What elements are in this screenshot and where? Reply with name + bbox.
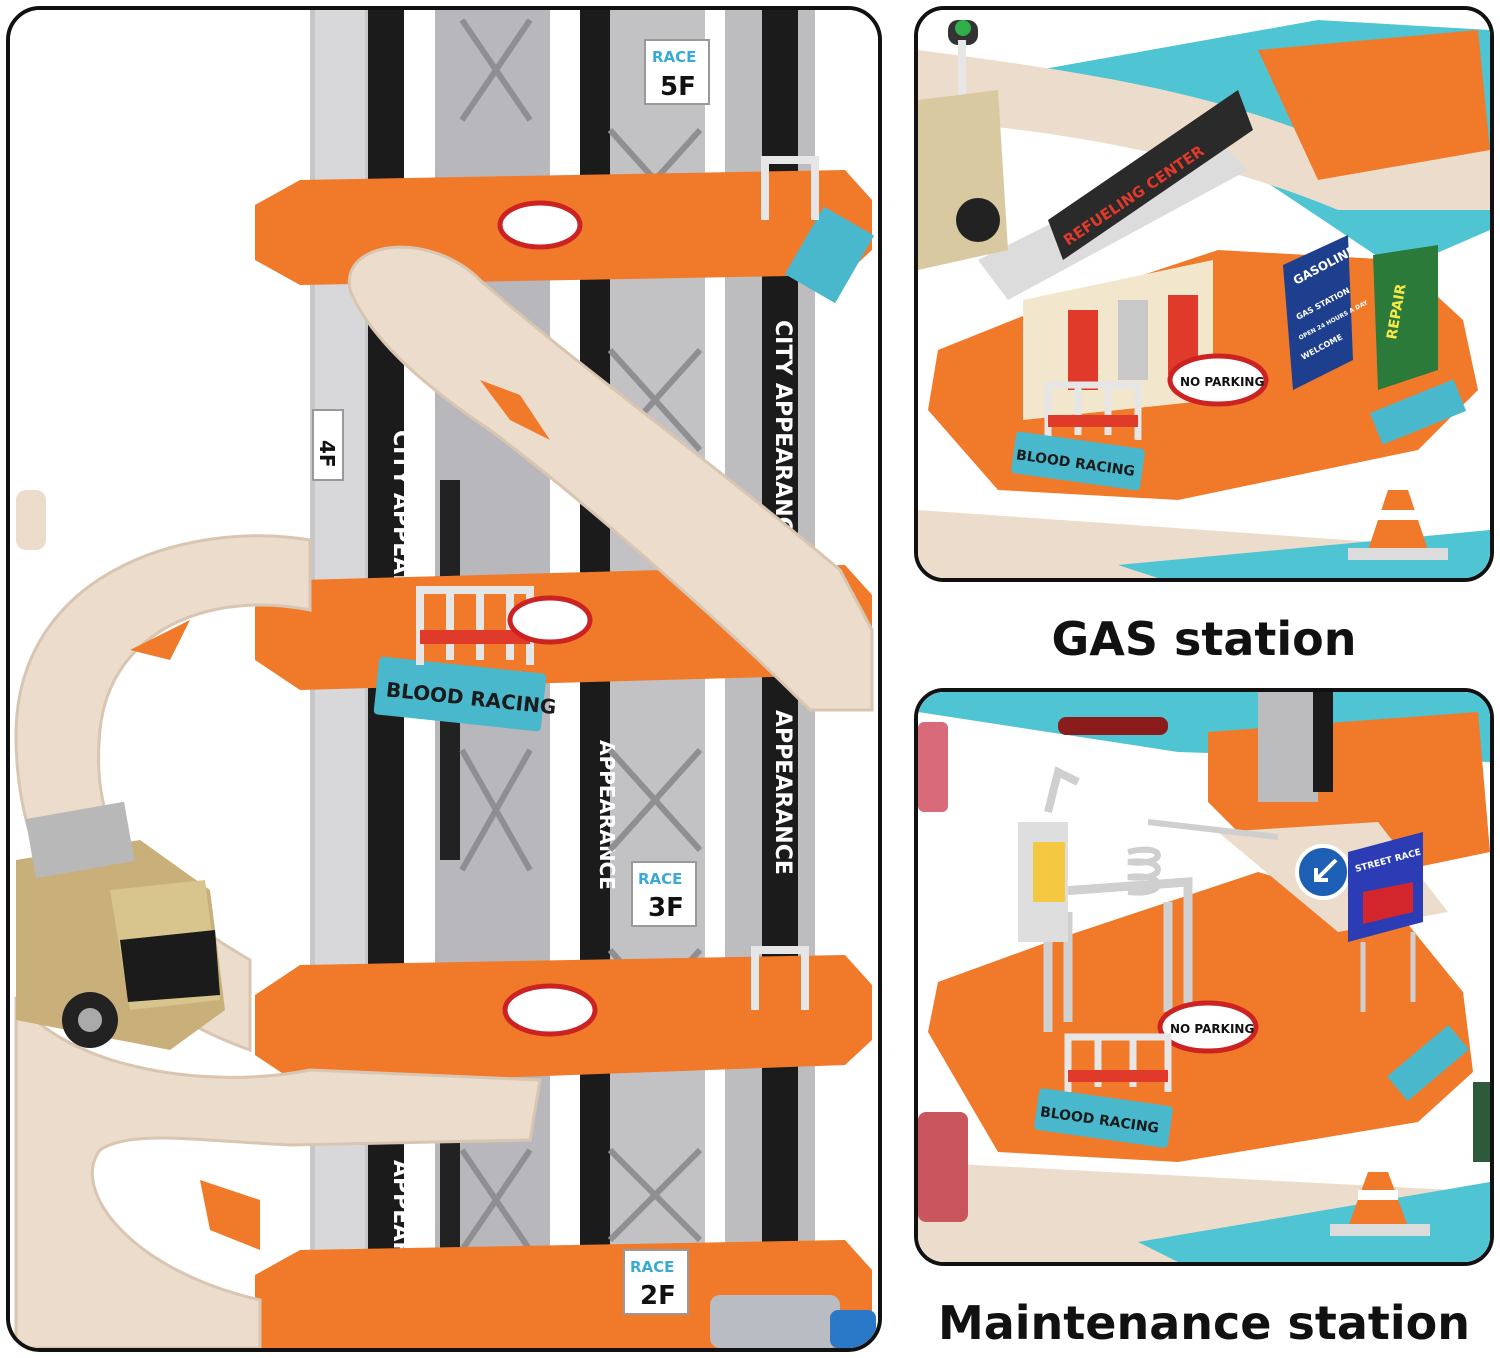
traffic-cone	[1348, 490, 1448, 560]
banner-text-5: APPEARANCE	[595, 740, 619, 890]
blood-racing-sign-right	[1387, 1025, 1469, 1101]
svg-text:4F: 4F	[315, 440, 339, 468]
tool-board	[1018, 766, 1080, 942]
racing-sign-2	[784, 206, 875, 304]
svg-text:RACE: RACE	[652, 48, 696, 66]
svg-text:NO PARKING: NO PARKING	[1170, 1022, 1254, 1036]
no-parking-decal-1	[497, 200, 583, 250]
svg-text:NO PARKING: NO PARKING	[1180, 375, 1264, 389]
maintenance-station-photo-panel: STREET RACE NO PARKING BLOOD RACING	[914, 688, 1494, 1266]
track-arrows	[130, 380, 550, 1250]
direction-sign	[1295, 844, 1351, 900]
racing-sign-1: BLOOD RACING	[373, 656, 557, 732]
fuel-pumps	[1023, 260, 1213, 420]
green-car-right	[1473, 1082, 1490, 1162]
banner-text-2: CITY APPEARANCE	[770, 320, 795, 548]
floor-plate-2f: RACE 2F	[623, 1249, 689, 1315]
svg-text:5F: 5F	[660, 72, 696, 102]
banner-text-4: APPEARANCE	[770, 710, 795, 875]
no-parking-decal-2	[507, 595, 593, 645]
tower-piece	[1258, 692, 1333, 802]
blood-racing-sign: BLOOD RACING	[1011, 431, 1145, 491]
repair-sign: REPAIR	[1373, 245, 1438, 390]
svg-text:2F: 2F	[640, 1281, 676, 1311]
maintenance-station-illustration: STREET RACE NO PARKING BLOOD RACING	[918, 692, 1490, 1262]
gas-station-caption: GAS station	[1051, 612, 1357, 666]
street-race-billboard: STREET RACE	[1348, 832, 1423, 1012]
parking-tower-illustration: CITY APPEARANCE CITY APPEARANCE APPEARAN…	[10, 10, 878, 1348]
beige-truck	[918, 90, 1008, 270]
traffic-light	[948, 20, 978, 120]
no-parking-decal: NO PARKING	[1167, 353, 1269, 407]
no-parking-decal: NO PARKING	[1157, 1000, 1259, 1054]
silver-car-bottom	[710, 1295, 876, 1348]
svg-text:RACE: RACE	[630, 1258, 674, 1276]
no-parking-decal-3	[502, 983, 598, 1037]
gold-toy-truck	[16, 801, 225, 1050]
gas-station-photo-panel: REFUELING CENTER GASOLINE GAS STATION OP…	[914, 6, 1494, 582]
tower-photo-panel: CITY APPEARANCE CITY APPEARANCE APPEARAN…	[6, 6, 882, 1352]
gas-station-illustration: REFUELING CENTER GASOLINE GAS STATION OP…	[918, 10, 1490, 578]
floor-plate-4f: 4F	[312, 409, 344, 481]
red-truck-left	[918, 722, 968, 1222]
blood-racing-sign: BLOOD RACING	[1034, 1088, 1173, 1148]
svg-text:3F: 3F	[648, 893, 684, 923]
spring-tower	[1127, 819, 1279, 896]
blood-racing-sign-right	[1369, 379, 1467, 445]
floor-plate-5f: RACE 5F	[644, 39, 710, 105]
gasoline-sign: GASOLINE GAS STATION OPEN 24 HOURS A DAY…	[1283, 235, 1370, 390]
maintenance-station-caption: Maintenance station	[937, 1296, 1471, 1350]
floor-plate-3f: RACE 3F	[631, 861, 697, 927]
red-light-bar	[1058, 717, 1168, 735]
traffic-cone	[1330, 1172, 1430, 1236]
svg-text:RACE: RACE	[638, 870, 682, 888]
